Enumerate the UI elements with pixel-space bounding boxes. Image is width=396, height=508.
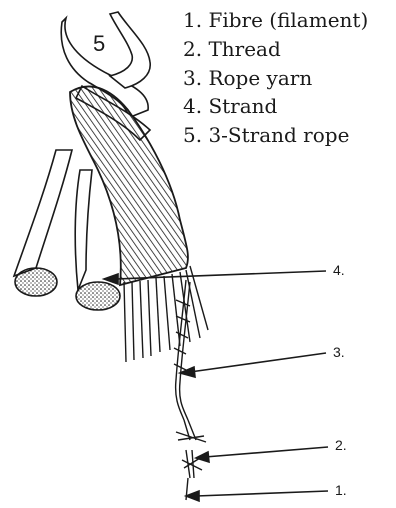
rope-number-label: 5 <box>93 31 105 57</box>
legend-item-strand: 4. Strand <box>183 92 368 121</box>
callout-label-strand: 4. <box>333 262 345 278</box>
callout-label-rope-yarn: 3. <box>333 344 345 360</box>
callout-arrows <box>104 271 328 501</box>
legend-item-3-strand-rope: 5. 3-Strand rope <box>183 121 368 150</box>
legend-item-rope-yarn: 3. Rope yarn <box>183 64 368 93</box>
legend: 1. Fibre (filament) 2. Thread 3. Rope ya… <box>183 6 368 150</box>
strand-cut-end-left <box>15 268 57 296</box>
callout-label-thread: 2. <box>335 437 347 453</box>
legend-item-thread: 2. Thread <box>183 35 368 64</box>
strand-cut-end-middle <box>76 282 120 310</box>
legend-item-fibre: 1. Fibre (filament) <box>183 6 368 35</box>
callout-label-fibre: 1. <box>335 482 347 498</box>
rope-yarn <box>174 280 190 420</box>
